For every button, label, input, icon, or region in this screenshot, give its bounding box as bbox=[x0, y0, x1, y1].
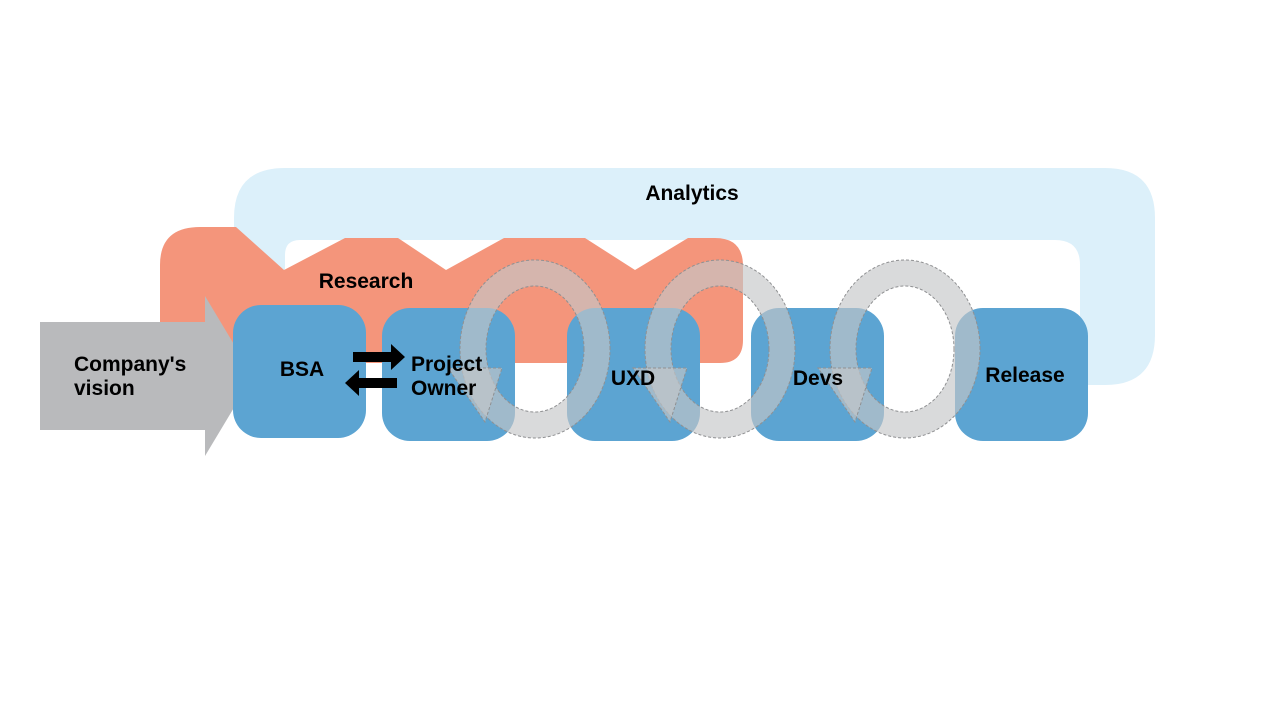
circular-arrow-icon bbox=[644, 259, 796, 439]
circular-arrow-icon bbox=[829, 259, 981, 439]
research-label: Research bbox=[318, 270, 414, 293]
box-label-uxd: UXD bbox=[610, 367, 656, 390]
analytics-label: Analytics bbox=[645, 182, 739, 205]
box-release bbox=[955, 308, 1088, 441]
arrow-right-icon bbox=[353, 344, 405, 370]
box-bsa bbox=[233, 305, 366, 438]
box-label-release: Release bbox=[985, 364, 1065, 387]
analytics-band bbox=[234, 168, 1155, 385]
bidirectional-arrows-icon bbox=[345, 344, 405, 396]
vision-arrow bbox=[40, 296, 253, 456]
circular-arrow-icon bbox=[459, 259, 611, 439]
box-label-devs: Devs bbox=[792, 367, 844, 390]
circular-arrow-head bbox=[447, 367, 503, 424]
box-label-project-owner: Project Owner bbox=[411, 353, 483, 400]
circular-arrow-head bbox=[817, 367, 873, 424]
circular-arrow-head bbox=[632, 367, 688, 424]
arrow-left-icon bbox=[345, 370, 397, 396]
vision-label: Company's vision bbox=[74, 353, 187, 400]
box-label-bsa: BSA bbox=[279, 358, 325, 381]
